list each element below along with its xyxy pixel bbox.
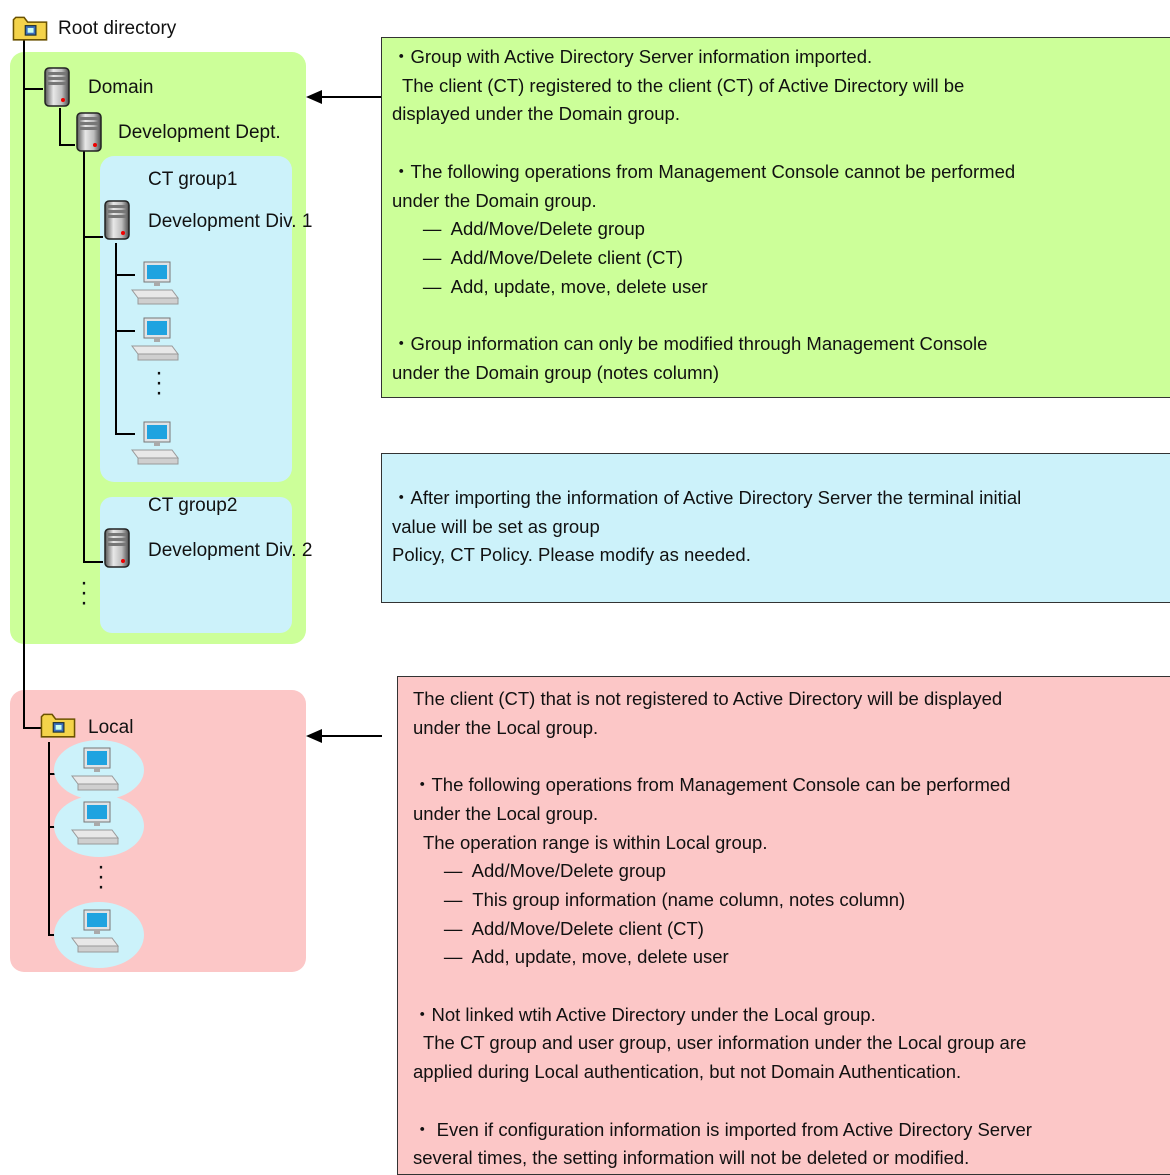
computer-icon (128, 260, 180, 308)
tree-line-domain-trunk (59, 108, 61, 146)
note-line: ・ Even if configuration information is i… (413, 1118, 1032, 1140)
local-label: Local (88, 717, 134, 738)
tree-line-div1-branch (83, 236, 103, 238)
ellipsis-icon: ··· (97, 853, 105, 900)
tree-line-div2-branch (83, 561, 103, 563)
note-line: — Add/Move/Delete group (413, 860, 666, 882)
tree-line-local-branch (23, 727, 41, 729)
arrow-icon (306, 90, 382, 104)
ct-group2-label: CT group2 (148, 495, 238, 516)
policy-note: ・After importing the information of Acti… (381, 453, 1170, 603)
note-line: value will be set as group (392, 515, 600, 537)
development-div2-label: Development Div. 2 (148, 540, 313, 561)
ellipsis-icon: ··· (80, 569, 88, 616)
note-line: — Add/Move/Delete client (CT) (392, 246, 683, 268)
note-line: — Add/Move/Delete group (392, 218, 645, 240)
folder-icon (12, 15, 48, 41)
note-line: applied during Local authentication, but… (413, 1061, 962, 1083)
note-line: The client (CT) that is not registered t… (413, 688, 1003, 709)
development-div1-label: Development Div. 1 (148, 211, 313, 232)
note-line: — Add, update, move, delete user (392, 275, 708, 297)
note-line: several times, the setting information w… (413, 1147, 970, 1169)
note-line: ・The following operations from Managemen… (413, 774, 1011, 796)
tree-line-local-trunk (48, 742, 50, 936)
tree-line-devdept-branch (59, 144, 75, 146)
note-line (392, 301, 1160, 330)
server-icon (104, 200, 130, 240)
note-line: — Add/Move/Delete client (CT) (413, 917, 704, 939)
note-line: Policy, CT Policy. Please modify as need… (392, 544, 751, 566)
local-group-note: The client (CT) that is not registered t… (397, 676, 1170, 1175)
computer-icon (128, 316, 180, 364)
arrow-icon (306, 729, 382, 743)
note-line: The CT group and user group, user inform… (413, 1032, 1027, 1054)
note-line: ・Group information can only be modified … (392, 333, 988, 354)
domain-group-note: ・Group with Active Directory Server info… (381, 37, 1170, 398)
note-line: The client (CT) registered to the client… (392, 74, 965, 96)
tree-line-pc3-branch (115, 433, 135, 435)
root-directory-label: Root directory (58, 18, 177, 39)
ct-group1-region (100, 156, 292, 482)
server-icon (76, 112, 102, 152)
note-line: ・After importing the information of Acti… (392, 487, 1022, 508)
tree-line-pc2-branch (115, 330, 135, 332)
computer-icon (68, 908, 120, 956)
note-line: — Add, update, move, delete user (413, 946, 729, 968)
server-icon (104, 528, 130, 568)
note-line: ・Group with Active Directory Server info… (392, 46, 873, 67)
note-line: displayed under the Domain group. (392, 103, 680, 125)
note-line (413, 742, 1160, 771)
computer-icon (68, 746, 120, 794)
tree-line-div1-trunk (115, 243, 117, 435)
computer-icon (68, 800, 120, 848)
note-line: The operation range is within Local grou… (413, 831, 768, 853)
note-line: — This group information (name column, n… (413, 888, 906, 910)
tree-line-root-trunk (23, 38, 25, 728)
development-dept-label: Development Dept. (118, 122, 281, 143)
folder-icon (40, 712, 76, 738)
note-line: ・The following operations from Managemen… (392, 160, 1016, 182)
note-line: under the Domain group. (392, 189, 597, 211)
tree-line-pc1-branch (115, 274, 135, 276)
server-icon (44, 67, 70, 107)
note-line: under the Local group. (413, 802, 599, 824)
ct-group1-label: CT group1 (148, 169, 238, 190)
note-line (413, 1087, 1160, 1116)
note-line (413, 972, 1160, 1001)
note-line: under the Domain group (notes column) (392, 361, 720, 383)
domain-label: Domain (88, 77, 154, 98)
tree-line-domain-branch (23, 88, 43, 90)
note-line (392, 129, 1160, 158)
note-line: ・Not linked wtih Active Directory under … (413, 1003, 876, 1025)
computer-icon (128, 420, 180, 468)
ct-group2-region (100, 497, 292, 633)
note-line: under the Local group. (413, 716, 599, 738)
ellipsis-icon: ··· (155, 359, 163, 406)
tree-line-devdept-trunk (83, 150, 85, 562)
